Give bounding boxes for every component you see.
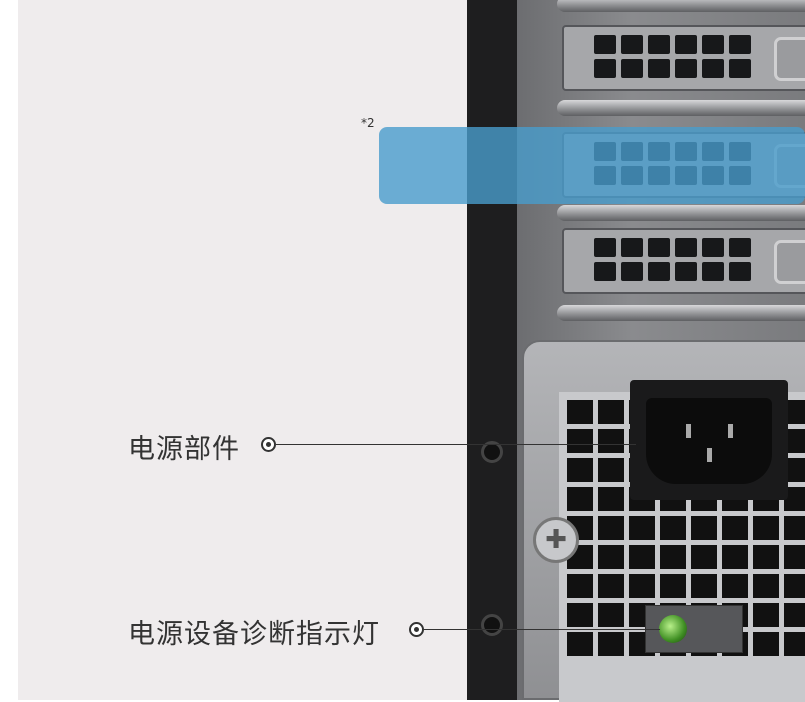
callout-line	[276, 444, 636, 445]
slot-rail	[557, 205, 805, 221]
screw-icon	[481, 441, 503, 463]
slot-rail	[557, 0, 805, 12]
expansion-slot-1	[562, 25, 805, 91]
hex-screw-icon: ✚	[533, 517, 579, 563]
slot-rail	[557, 100, 805, 116]
expansion-slot-3	[562, 228, 805, 294]
footnote-marker: *2	[361, 116, 375, 130]
callout-line	[424, 629, 660, 630]
screw-icon	[481, 614, 503, 636]
label-power-unit: 电源部件	[128, 434, 240, 465]
slot-rail	[557, 305, 805, 321]
diagnostic-led-housing	[645, 605, 743, 653]
label-power-diagnostic-led: 电源设备诊断指示灯	[128, 619, 380, 650]
slot-highlight	[379, 127, 805, 204]
power-socket[interactable]	[630, 380, 788, 500]
callout-dot	[261, 437, 276, 452]
diagnostic-led-icon	[659, 615, 687, 643]
callout-dot	[409, 622, 424, 637]
